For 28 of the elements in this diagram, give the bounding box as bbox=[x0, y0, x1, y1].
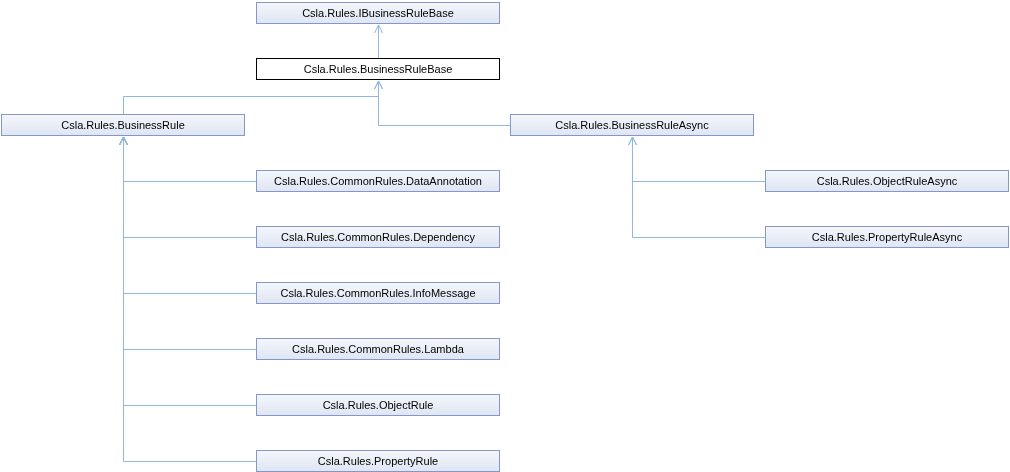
class-name: Csla.Rules.CommonRules.Dependency bbox=[281, 231, 475, 243]
inheritance-arrow bbox=[374, 80, 511, 126]
class-box bbox=[765, 226, 1009, 248]
class-box bbox=[765, 170, 1009, 192]
class-box bbox=[256, 170, 500, 192]
inheritance-arrow bbox=[374, 24, 383, 59]
class-box bbox=[1, 114, 245, 136]
class-name: Csla.Rules.PropertyRuleAsync bbox=[811, 231, 963, 243]
class-box bbox=[510, 114, 754, 136]
inheritance-arrow bbox=[628, 136, 766, 238]
class-name: Csla.Rules.IBusinessRuleBase bbox=[302, 7, 454, 19]
class-box bbox=[256, 282, 500, 304]
class-name: Csla.Rules.CommonRules.DataAnnotation bbox=[274, 175, 482, 187]
class-box bbox=[256, 394, 500, 416]
inheritance-arrow bbox=[119, 136, 257, 462]
class-name: Csla.Rules.BusinessRuleAsync bbox=[555, 119, 709, 131]
class-box bbox=[256, 226, 500, 248]
class-box bbox=[256, 338, 500, 360]
class-name: Csla.Rules.BusinessRuleBase bbox=[303, 63, 453, 75]
class-name: Csla.Rules.CommonRules.InfoMessage bbox=[280, 287, 476, 299]
class-box bbox=[256, 58, 500, 80]
class-name: Csla.Rules.CommonRules.Lambda bbox=[292, 343, 464, 355]
class-name: Csla.Rules.ObjectRuleAsync bbox=[816, 175, 958, 187]
class-name: Csla.Rules.BusinessRule bbox=[61, 119, 185, 131]
class-box bbox=[256, 2, 500, 24]
class-name: Csla.Rules.PropertyRule bbox=[317, 455, 439, 467]
class-box bbox=[256, 450, 500, 472]
class-name: Csla.Rules.ObjectRule bbox=[322, 399, 434, 411]
